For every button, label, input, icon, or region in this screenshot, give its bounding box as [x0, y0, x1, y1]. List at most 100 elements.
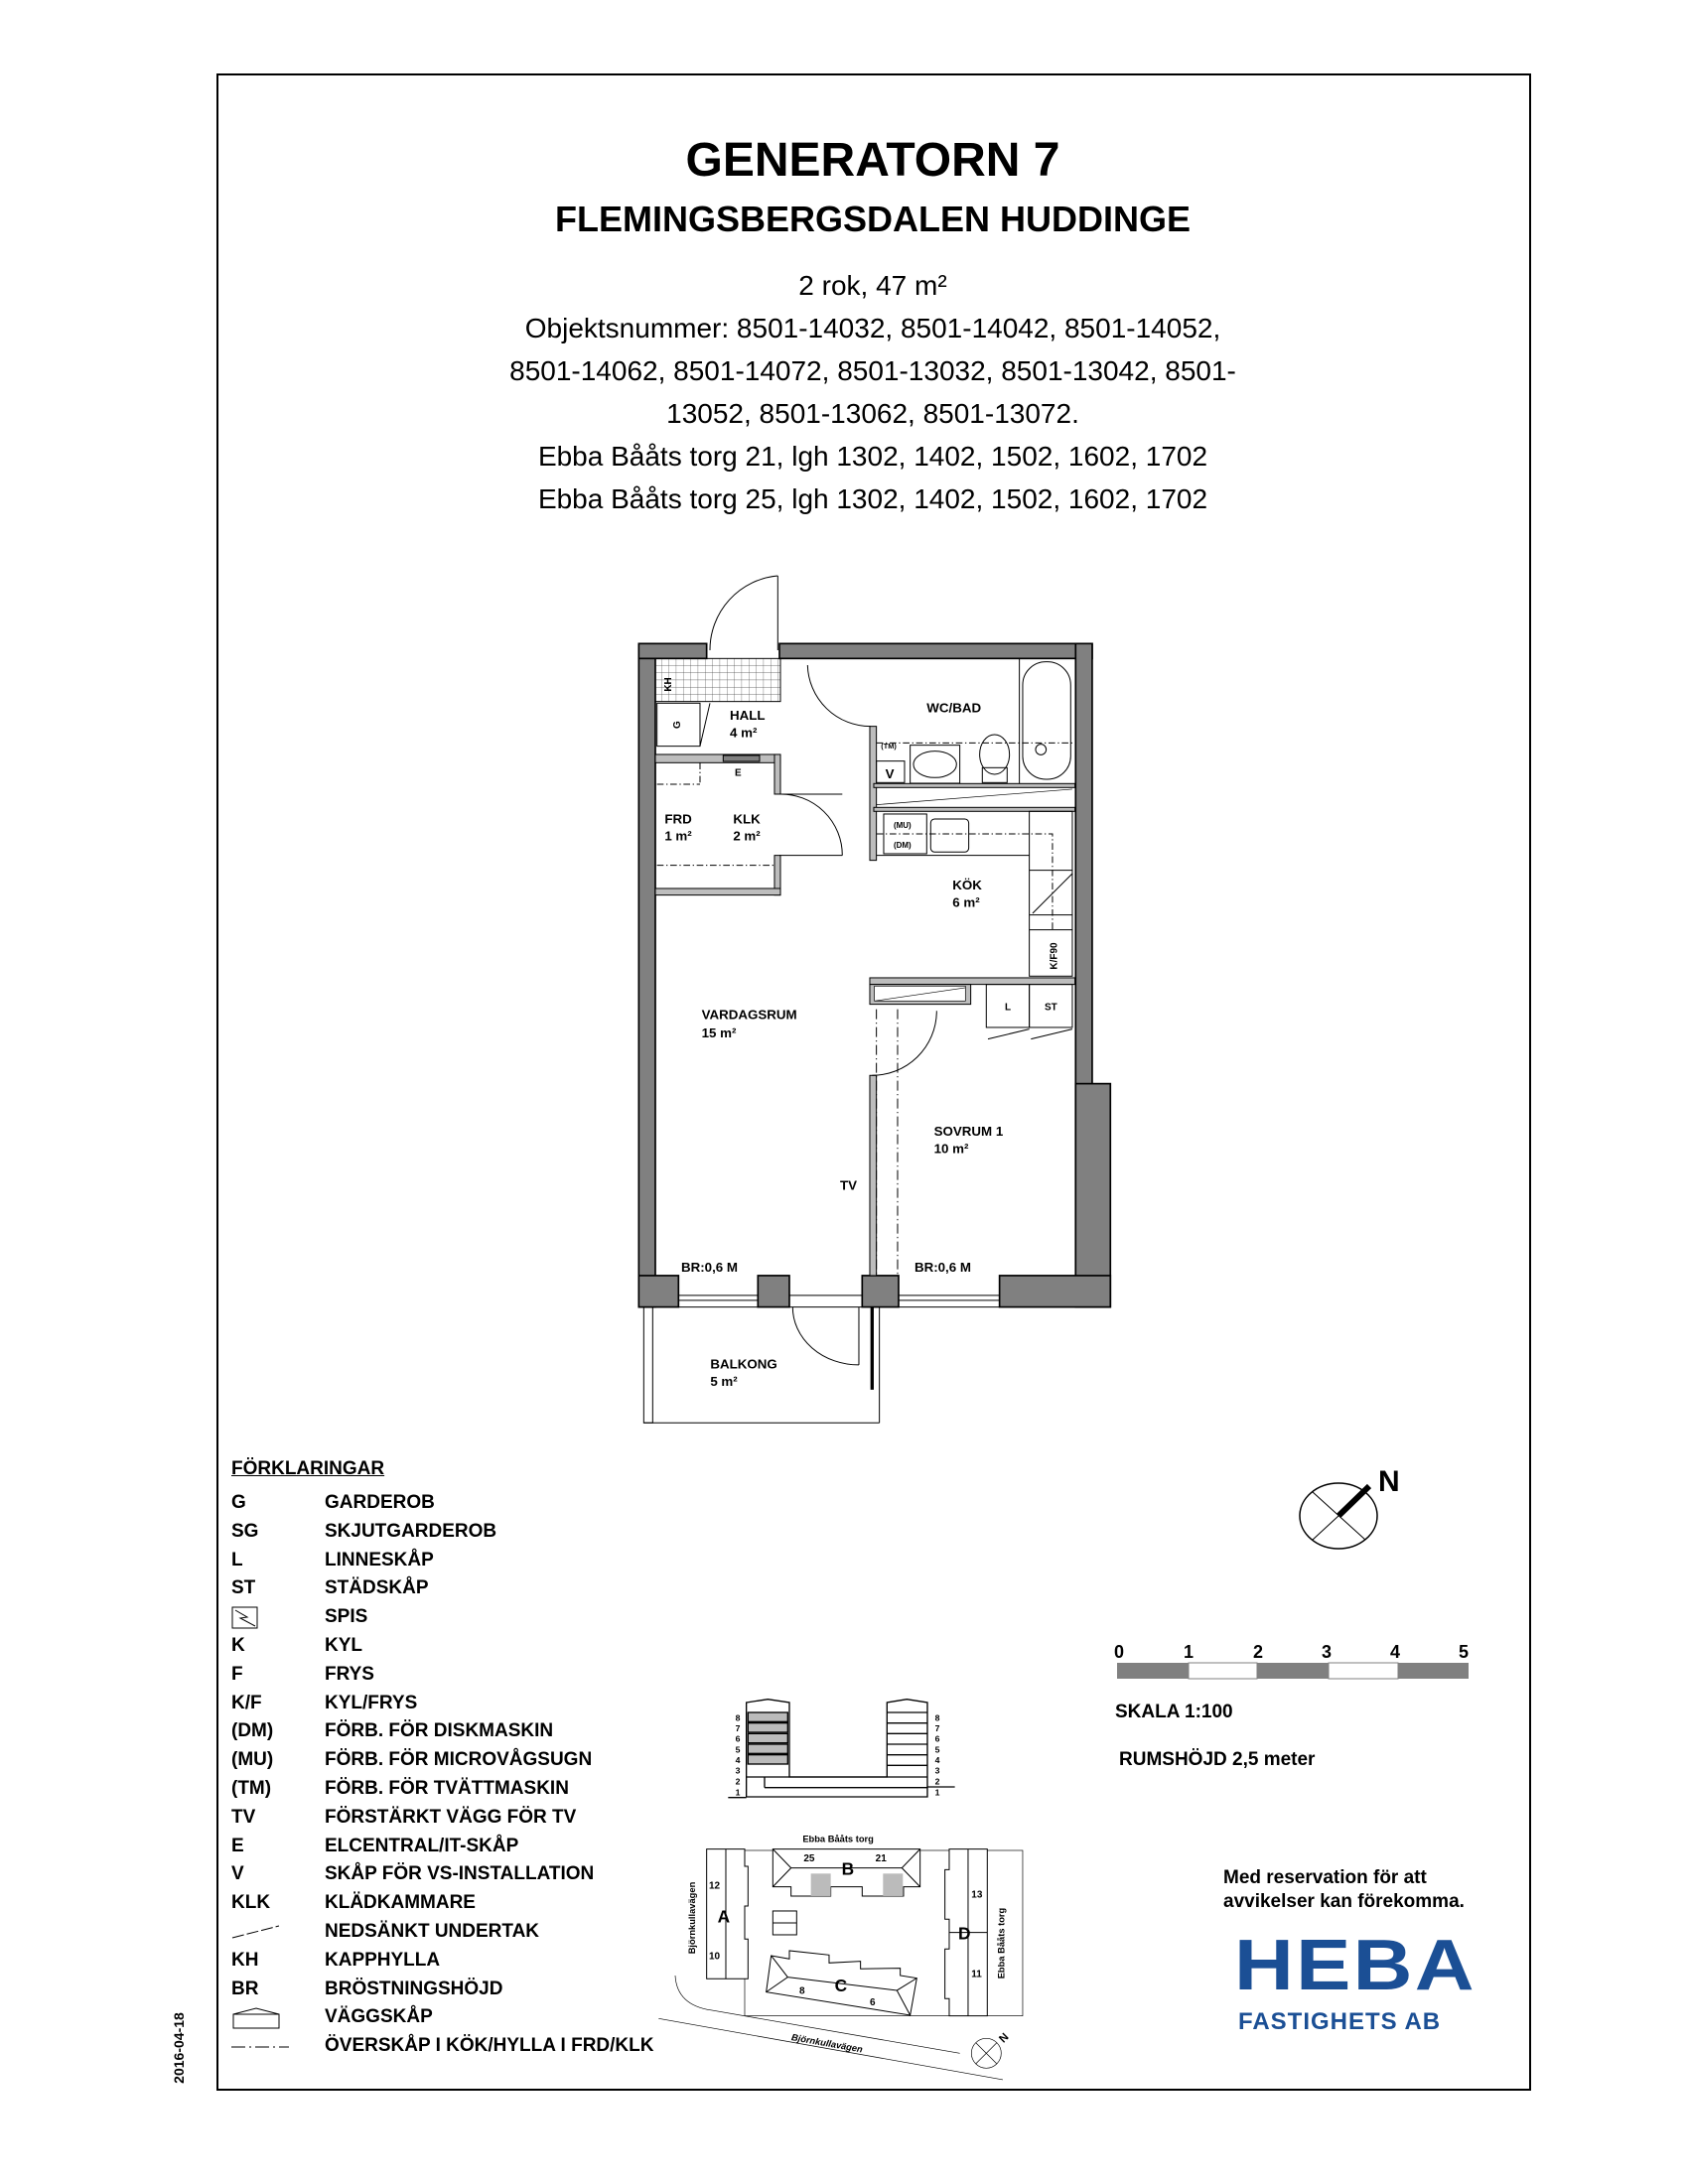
kf-label: K/F90 — [1049, 942, 1059, 970]
kitchen-sink — [929, 818, 970, 853]
room-label-klk: KLK — [733, 811, 761, 826]
site-plan: 1 2 3 4 5 6 7 8 1 2 3 4 5 6 7 8 — [658, 1698, 1024, 2081]
legend-code: E — [231, 1835, 244, 1856]
bathtub — [1022, 661, 1071, 780]
dash-dot-line-icon — [231, 2035, 311, 2065]
room-area-hall: 4 m² — [730, 726, 758, 741]
street-label-bottom: Björnkullavägen — [790, 2032, 864, 2055]
tm-label: (TM) — [881, 742, 897, 751]
legend-description: KAPPHYLLA — [325, 1949, 441, 1971]
legend-description: KYL/FRYS — [325, 1692, 418, 1713]
legend-code: KH — [231, 1949, 259, 1971]
building-b: B — [842, 1858, 855, 1878]
legend-description: BRÖSTNINGSHÖJD — [325, 1978, 503, 1999]
floor-number: 5 — [736, 1744, 741, 1754]
legend-description: ÖVERSKÅP I KÖK/HYLLA I FRD/KLK — [325, 2035, 654, 2057]
e-label: E — [735, 768, 742, 779]
l-label: L — [1005, 1002, 1011, 1013]
brand-logo: HEBA — [1234, 1926, 1477, 2005]
scale-label: SKALA 1:100 — [1115, 1702, 1233, 1722]
room-label-frd: FRD — [664, 811, 692, 826]
room-label-vardagsrum: VARDAGSRUM — [702, 1008, 797, 1023]
page-subtitle: FLEMINGSBERGSDALEN HUDDINGE — [554, 199, 1192, 239]
room-area-kok: 6 m² — [952, 894, 980, 909]
legend-item: (TM) FÖRB. FÖR TVÄTTMASKIN — [231, 1775, 569, 1804]
legend-description: KYL — [325, 1634, 362, 1656]
room-area-klk: 2 m² — [733, 829, 761, 844]
entrance-number: 25 — [803, 1853, 815, 1864]
floor-number: 8 — [736, 1712, 741, 1722]
balcony — [642, 1306, 881, 1424]
legend-item: K KYL — [231, 1632, 384, 1661]
compass-north-label: N — [1378, 1465, 1400, 1498]
apartment-info: 2 rok, 47 m² Objektsnummer: 8501-14032, … — [216, 264, 1529, 520]
room-label-sovrum: SOVRUM 1 — [934, 1124, 1004, 1139]
legend-item: K/F KYL/FRYS — [231, 1690, 417, 1718]
exterior-walls — [637, 642, 1112, 1308]
entrance-number: 8 — [799, 1985, 805, 1996]
floor-number: 6 — [736, 1734, 741, 1744]
floor-number: 3 — [935, 1766, 940, 1776]
street-label-left: Björnkullavägen — [687, 1881, 697, 1954]
apartment-size: 2 rok, 47 m² — [798, 270, 947, 301]
kitchen-fixtures — [656, 762, 1073, 1275]
entrance-number: 11 — [971, 1970, 982, 1980]
tv-wall-label: TV — [840, 1177, 857, 1192]
floor-number: 7 — [736, 1723, 741, 1733]
lowered-ceiling-icon — [231, 1921, 311, 1951]
legend-description: SPIS — [325, 1606, 368, 1628]
room-label-balkong: BALKONG — [710, 1356, 776, 1371]
legend-description: FRYS — [325, 1663, 374, 1685]
bathroom-fixtures — [876, 658, 1072, 784]
scale-tick: 5 — [1459, 1642, 1469, 1662]
legend-item: SPIS — [231, 1603, 384, 1632]
document-date: 2016-04-18 — [171, 2012, 187, 2084]
legend-description: SKJUTGARDEROB — [325, 1520, 497, 1542]
page-frame — [216, 73, 1531, 2091]
north-arrow-icon — [1299, 1482, 1378, 1550]
legend-code: K/F — [231, 1692, 262, 1713]
floor-number: 2 — [935, 1776, 940, 1786]
legend-description: STÄDSKÅP — [325, 1577, 429, 1599]
room-label-hall: HALL — [730, 708, 766, 723]
floor-number: 1 — [935, 1787, 940, 1797]
entrance-number: 6 — [870, 1997, 876, 2008]
legend-description: GARDEROB — [325, 1492, 435, 1513]
legend-code: L — [231, 1549, 243, 1570]
room-label-wc-bad: WC/BAD — [926, 700, 981, 715]
hall-tiles — [654, 657, 781, 703]
legend-code: K — [231, 1634, 245, 1656]
floor-number: 1 — [736, 1787, 741, 1797]
g-label: G — [672, 721, 683, 729]
legend-heading: FÖRKLARINGAR — [231, 1458, 385, 1479]
legend-description: FÖRB. FÖR TVÄTTMASKIN — [325, 1777, 569, 1799]
legend-item: (MU)FÖRB. FÖR MICROVÅGSUGN — [231, 1746, 592, 1775]
floor-number: 4 — [736, 1755, 741, 1765]
legend-description: ELCENTRAL/IT-SKÅP — [325, 1835, 519, 1856]
legend-code: (DM) — [231, 1720, 274, 1742]
building-d: D — [958, 1923, 971, 1943]
legend-item: ÖVERSKÅP I KÖK/HYLLA I FRD/KLK — [231, 2032, 653, 2061]
street-label-right: Ebba Bååts torg — [997, 1907, 1007, 1979]
legend-code: (TM) — [231, 1777, 272, 1799]
room-area-vardagsrum: 15 m² — [702, 1025, 737, 1040]
stove-icon — [231, 1606, 311, 1640]
legend-description: LINNESKÅP — [325, 1549, 434, 1570]
legend-code: (MU) — [231, 1749, 274, 1771]
legend-item: NEDSÄNKT UNDERTAK — [231, 1918, 539, 1947]
room-area-balkong: 5 m² — [710, 1374, 738, 1389]
disclaimer-line: avvikelser kan förekomma. — [1223, 1891, 1465, 1912]
parapet-height-right: BR:0,6 M — [914, 1260, 971, 1275]
dm-label: (DM) — [894, 841, 912, 850]
street-label-top: Ebba Bååts torg — [802, 1835, 874, 1844]
legend-code: TV — [231, 1806, 256, 1828]
floor-number: 6 — [935, 1734, 940, 1744]
doors — [709, 575, 937, 1366]
legend-code: F — [231, 1663, 243, 1685]
legend-item: L LINNESKÅP — [231, 1547, 434, 1575]
object-numbers-line: 13052, 8501-13062, 8501-13072. — [666, 398, 1079, 429]
